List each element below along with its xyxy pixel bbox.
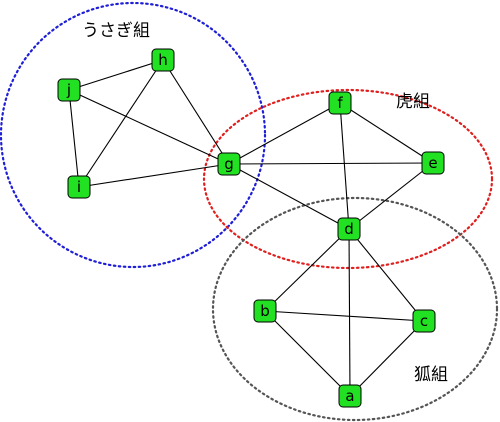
edge-d-a <box>348 228 351 397</box>
node-j-label: j <box>66 81 71 99</box>
edge-g-e <box>228 162 434 165</box>
node-i-box <box>67 175 91 199</box>
node-e-label: e <box>428 154 437 172</box>
node-d-box <box>337 217 361 241</box>
cluster-tiger-boundary <box>202 88 494 270</box>
node-f-box <box>328 91 352 115</box>
edge-j-g <box>68 89 230 165</box>
node-a[interactable]: a <box>338 384 362 408</box>
node-b[interactable]: b <box>253 299 277 323</box>
edge-h-i <box>78 59 164 188</box>
node-i-label: i <box>77 178 81 196</box>
edge-h-g <box>162 59 230 165</box>
edge-g-d <box>228 163 350 230</box>
edge-g-f <box>228 102 341 165</box>
node-d[interactable]: d <box>337 217 361 241</box>
edge-b-c <box>264 310 425 322</box>
cluster-rabbit-boundary <box>0 1 267 269</box>
edge-d-c <box>348 228 425 322</box>
edge-e-d <box>348 162 434 230</box>
node-f-label: f <box>337 94 343 112</box>
group-label-tiger: 虎組 <box>396 92 430 112</box>
node-d-label: d <box>344 220 354 238</box>
group-label-fox: 狐組 <box>414 365 448 385</box>
edge-d-b <box>264 228 350 312</box>
edge-f-e <box>339 102 434 164</box>
edge-c-a <box>349 320 425 397</box>
node-c-box <box>412 309 436 333</box>
edge-j-h <box>68 59 164 91</box>
node-b-label: b <box>260 302 270 320</box>
node-g-box <box>217 152 241 176</box>
node-j-box <box>57 78 81 102</box>
edge-f-d <box>339 102 350 230</box>
node-e[interactable]: e <box>421 151 445 175</box>
node-a-box <box>338 384 362 408</box>
cluster-fox-boundary <box>211 196 499 422</box>
node-g-label: g <box>224 155 234 173</box>
node-h-label: h <box>158 51 168 69</box>
edge-i-g <box>78 163 230 188</box>
edge-j-i <box>68 89 80 188</box>
node-a-label: a <box>345 387 354 405</box>
node-c[interactable]: c <box>412 309 436 333</box>
node-j[interactable]: j <box>57 78 81 102</box>
group-label-rabbit: うさぎ組 <box>82 21 150 41</box>
node-f[interactable]: f <box>328 91 352 115</box>
node-e-box <box>421 151 445 175</box>
node-g[interactable]: g <box>217 152 241 176</box>
node-c-label: c <box>420 312 428 330</box>
node-h[interactable]: h <box>151 48 175 72</box>
node-h-box <box>151 48 175 72</box>
edge-b-a <box>264 310 351 397</box>
node-i[interactable]: i <box>67 175 91 199</box>
node-b-box <box>253 299 277 323</box>
